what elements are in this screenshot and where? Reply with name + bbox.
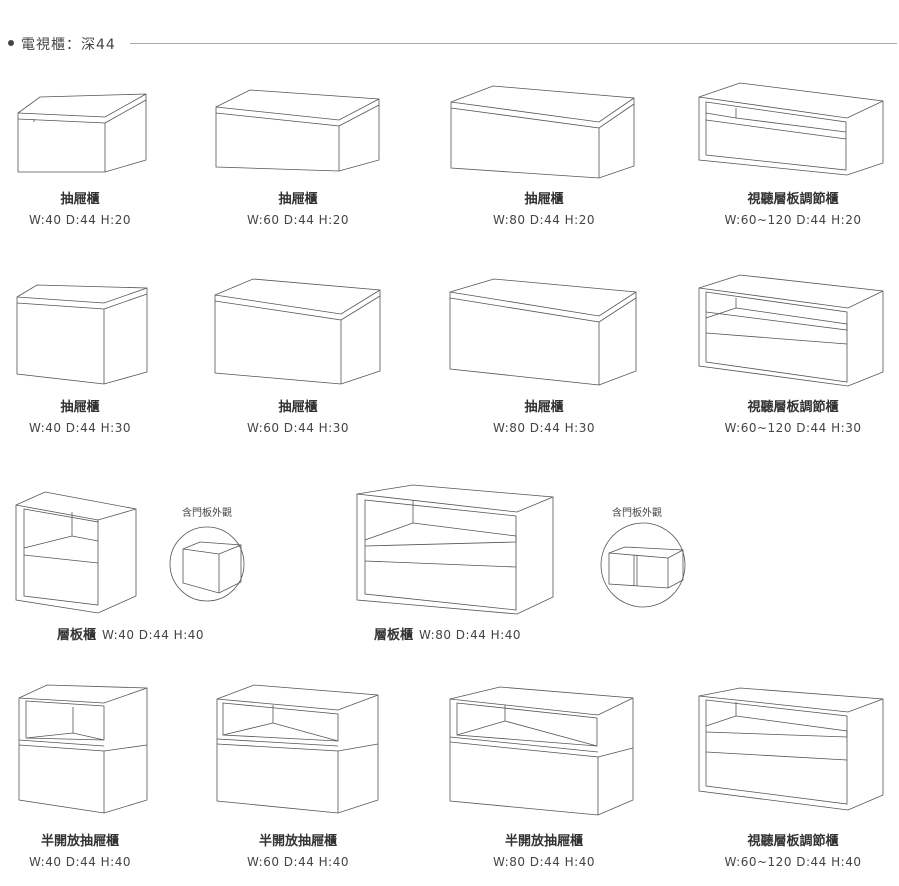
product-name: 視聽層板調節櫃 xyxy=(747,400,839,415)
product-caption: 抽屜櫃 W:40 D:44 H:30 xyxy=(0,398,180,438)
product-name: 抽屜櫃 xyxy=(60,400,100,415)
product-dimensions: W:40 D:44 H:20 xyxy=(29,213,131,227)
product-name: 抽屜櫃 xyxy=(524,400,564,415)
semi-open-cabinet-drawing xyxy=(216,684,379,814)
product-caption: 抽屜櫃 W:80 D:44 H:20 xyxy=(444,190,644,230)
product-caption: 半開放抽屜櫃 W:80 D:44 H:40 xyxy=(444,832,644,872)
product-caption: 抽屜櫃 W:40 D:44 H:20 xyxy=(0,190,180,230)
drawer-cabinet-drawing xyxy=(449,278,637,386)
open-shelf-cabinet-drawing xyxy=(15,491,137,614)
open-shelf-cabinet-drawing xyxy=(356,484,554,615)
product-dimensions: W:60~120 D:44 H:40 xyxy=(724,855,862,869)
product-dimensions: W:60~120 D:44 H:30 xyxy=(724,421,862,435)
product-dimensions: W:80 D:44 H:30 xyxy=(493,421,595,435)
product-dimensions: W:40 D:44 H:40 xyxy=(29,855,131,869)
drawer-cabinet-drawing xyxy=(450,85,635,179)
product-caption: 層板櫃 W:80 D:44 H:40 xyxy=(374,624,521,643)
product-caption: 半開放抽屜櫃 W:60 D:44 H:40 xyxy=(198,832,398,872)
door-view-note: 含門板外觀 xyxy=(182,508,232,519)
door-view-note: 含門板外觀 xyxy=(612,508,662,519)
product-dimensions: W:60 D:44 H:20 xyxy=(247,213,349,227)
product-name: 層板櫃 xyxy=(374,628,414,643)
product-caption: 抽屜櫃 W:60 D:44 H:30 xyxy=(198,398,398,438)
product-dimensions: W:40 D:44 H:30 xyxy=(29,421,131,435)
product-caption: 層板櫃 W:40 D:44 H:40 xyxy=(57,624,204,643)
product-name: 半開放抽屜櫃 xyxy=(40,834,119,849)
product-caption: 半開放抽屜櫃 W:40 D:44 H:40 xyxy=(0,832,180,872)
product-caption: 抽屜櫃 W:60 D:44 H:20 xyxy=(198,190,398,230)
drawer-cabinet-drawing xyxy=(17,93,147,173)
shelf-cabinet-drawing xyxy=(698,274,884,387)
drawer-cabinet-drawing xyxy=(214,278,381,385)
product-name: 抽屜櫃 xyxy=(278,192,318,207)
section-header: 電視櫃：深44 xyxy=(8,34,899,54)
shelf-cabinet-drawing xyxy=(698,687,884,811)
product-dimensions: W:60~120 D:44 H:20 xyxy=(724,213,862,227)
product-dimensions: W:80 D:44 H:40 xyxy=(493,855,595,869)
bullet-icon xyxy=(8,40,14,46)
product-name: 半開放抽屜櫃 xyxy=(504,834,583,849)
drawer-cabinet-drawing xyxy=(215,89,380,172)
product-name: 抽屜櫃 xyxy=(524,192,564,207)
semi-open-cabinet-drawing xyxy=(449,686,634,816)
product-name: 視聽層板調節櫃 xyxy=(747,192,839,207)
product-caption: 視聽層板調節櫃 W:60~120 D:44 H:30 xyxy=(693,398,893,438)
shelf-cabinet-drawing xyxy=(698,82,884,176)
door-view-circle xyxy=(600,522,686,608)
product-dimensions: W:60 D:44 H:40 xyxy=(247,855,349,869)
section-title: 電視櫃：深44 xyxy=(21,37,116,53)
product-dimensions: W:80 D:44 H:20 xyxy=(493,213,595,227)
product-caption: 視聽層板調節櫃 W:60~120 D:44 H:40 xyxy=(693,832,893,872)
header-divider xyxy=(130,43,897,44)
door-view-circle xyxy=(169,526,245,602)
product-dimensions: W:60 D:44 H:30 xyxy=(247,421,349,435)
product-caption: 視聽層板調節櫃 W:60~120 D:44 H:20 xyxy=(693,190,893,230)
product-dimensions: W:40 D:44 H:40 xyxy=(102,628,205,642)
product-name: 抽屜櫃 xyxy=(278,400,318,415)
product-name: 視聽層板調節櫃 xyxy=(747,834,839,849)
product-name: 層板櫃 xyxy=(57,628,97,643)
product-name: 抽屜櫃 xyxy=(60,192,100,207)
product-dimensions: W:80 D:44 H:40 xyxy=(419,628,522,642)
semi-open-cabinet-drawing xyxy=(18,684,148,814)
product-caption: 抽屜櫃 W:80 D:44 H:30 xyxy=(444,398,644,438)
product-name: 半開放抽屜櫃 xyxy=(258,834,337,849)
drawer-cabinet-drawing xyxy=(16,284,148,385)
